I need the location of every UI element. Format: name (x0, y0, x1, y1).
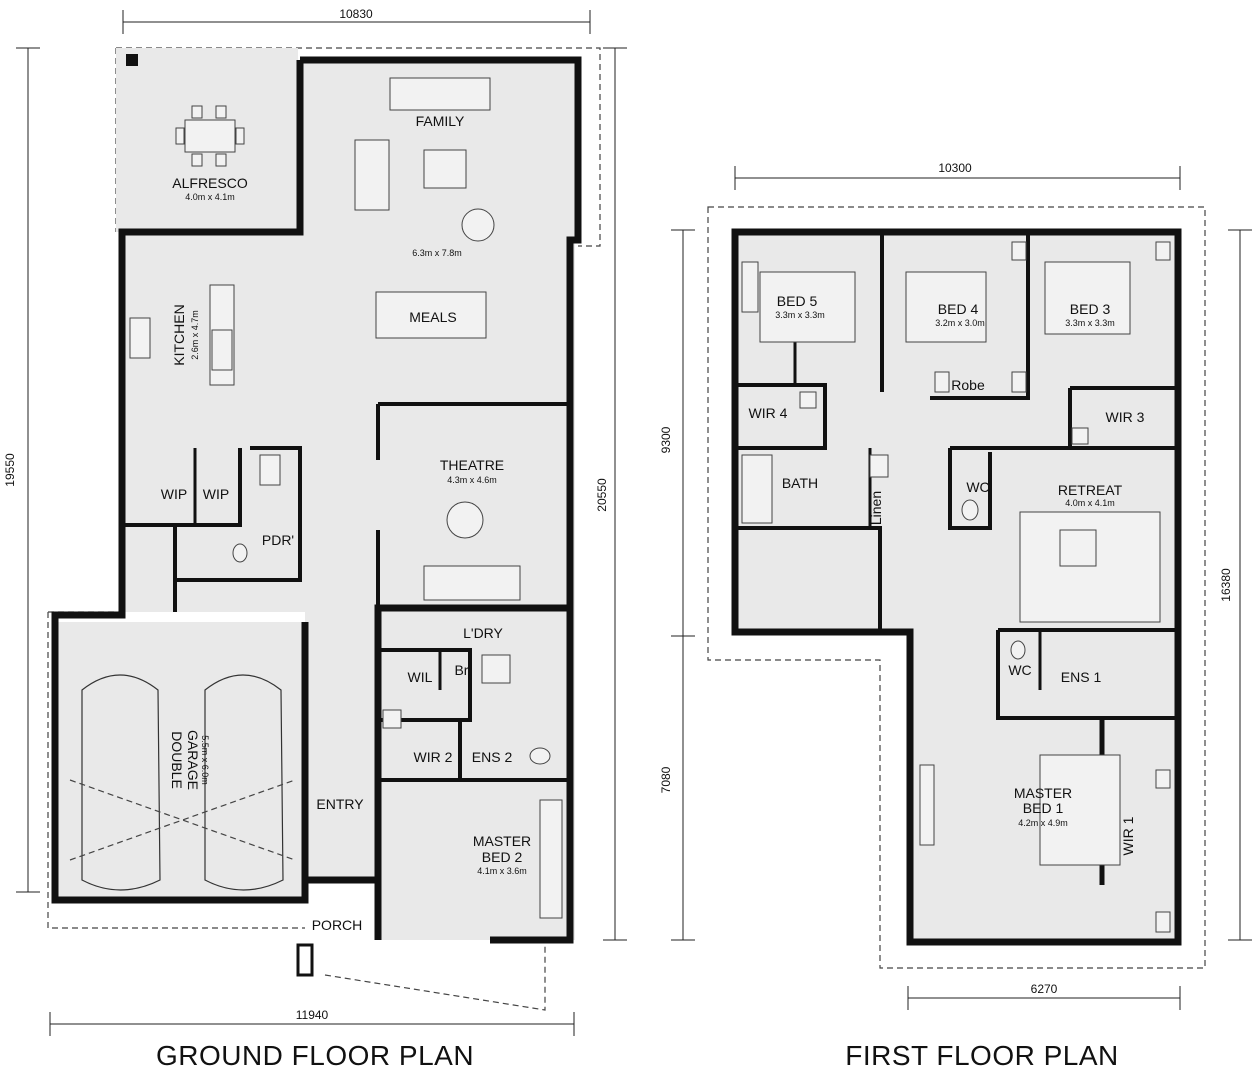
room-br: Br. (454, 662, 471, 678)
room-garage-line1: DOUBLE (169, 731, 185, 789)
room-ens-2: ENS 2 (472, 749, 513, 765)
room-master-1-line2: BED 1 (1023, 800, 1064, 816)
dim-left-lower-first: 7080 (659, 766, 673, 793)
dim-right-ground: 20550 (595, 478, 609, 512)
ground-room-labels: ALFRESCO 4.0m x 4.1m FAMILY 6.3m x 7.8m … (161, 113, 531, 933)
room-garage-line2: GARAGE (185, 730, 201, 790)
room-kitchen: KITCHEN (171, 304, 187, 365)
first-floor-title: FIRST FLOOR PLAN (845, 1040, 1119, 1071)
room-bed-4: BED 4 (938, 301, 979, 317)
dim-left-upper-first: 9300 (659, 426, 673, 453)
first-room-labels: BED 5 3.3m x 3.3m BED 4 3.2m x 3.0m BED … (749, 293, 1145, 855)
room-bed-3: BED 3 (1070, 301, 1111, 317)
first-dimension-lines (671, 166, 1252, 1010)
room-wir-2: WIR 2 (414, 749, 453, 765)
room-master-2-size: 4.1m x 3.6m (477, 866, 527, 876)
room-entry: ENTRY (316, 796, 364, 812)
room-bed-4-size: 3.2m x 3.0m (935, 318, 985, 328)
room-retreat: RETREAT (1058, 482, 1123, 498)
room-bed-3-size: 3.3m x 3.3m (1065, 318, 1115, 328)
ground-walls (51, 56, 582, 944)
room-wc-1: WC (966, 479, 989, 495)
room-wc-2: WC (1008, 662, 1031, 678)
room-ens-1: ENS 1 (1061, 669, 1102, 685)
ground-dimension-lines (16, 10, 627, 1036)
room-family: FAMILY (416, 113, 465, 129)
dim-right-first: 16380 (1219, 568, 1233, 602)
room-family-size: 6.3m x 7.8m (412, 248, 462, 258)
room-garage-size: 5.5m x 6.0m (200, 735, 210, 785)
dim-bottom-ground: 11940 (296, 1008, 329, 1022)
room-wir-4: WIR 4 (749, 405, 788, 421)
room-master-1-size: 4.2m x 4.9m (1018, 818, 1068, 828)
room-porch: PORCH (312, 917, 363, 933)
room-theatre-size: 4.3m x 4.6m (447, 475, 497, 485)
room-alfresco-size: 4.0m x 4.1m (185, 192, 235, 202)
room-kitchen-size: 2.6m x 4.7m (190, 310, 200, 360)
dim-top-ground: 10830 (339, 7, 373, 21)
room-wir-3: WIR 3 (1106, 409, 1145, 425)
room-bath: BATH (782, 475, 818, 491)
room-bed-5: BED 5 (777, 293, 818, 309)
room-pdr: PDR' (262, 532, 294, 548)
room-linen: Linen (868, 491, 884, 525)
room-theatre: THEATRE (440, 457, 504, 473)
ground-furniture (69, 54, 563, 977)
room-wir-1: WIR 1 (1120, 816, 1136, 855)
room-retreat-size: 4.0m x 4.1m (1065, 498, 1115, 508)
room-master-2-line2: BED 2 (482, 849, 523, 865)
room-master-2-line1: MASTER (473, 833, 531, 849)
room-robe: Robe (951, 377, 985, 393)
ground-floor-plan: 10830 19550 20550 11940 (3, 5, 627, 1071)
room-master-1-line1: MASTER (1014, 785, 1072, 801)
first-floor-plan: 10300 9300 7080 16380 6270 (659, 161, 1252, 1071)
room-meals: MEALS (409, 309, 456, 325)
room-laundry: L'DRY (463, 625, 503, 641)
dim-left-ground: 19550 (3, 453, 17, 487)
room-wip-2: WIP (203, 486, 229, 502)
ground-floor-title: GROUND FLOOR PLAN (156, 1040, 474, 1071)
room-wip-1: WIP (161, 486, 187, 502)
room-bed-5-size: 3.3m x 3.3m (775, 310, 825, 320)
room-alfresco: ALFRESCO (172, 175, 248, 191)
room-wil: WIL (408, 669, 433, 685)
first-furniture (741, 241, 1171, 933)
dim-top-first: 10300 (938, 161, 972, 175)
dim-bottom-first: 6270 (1031, 982, 1058, 996)
